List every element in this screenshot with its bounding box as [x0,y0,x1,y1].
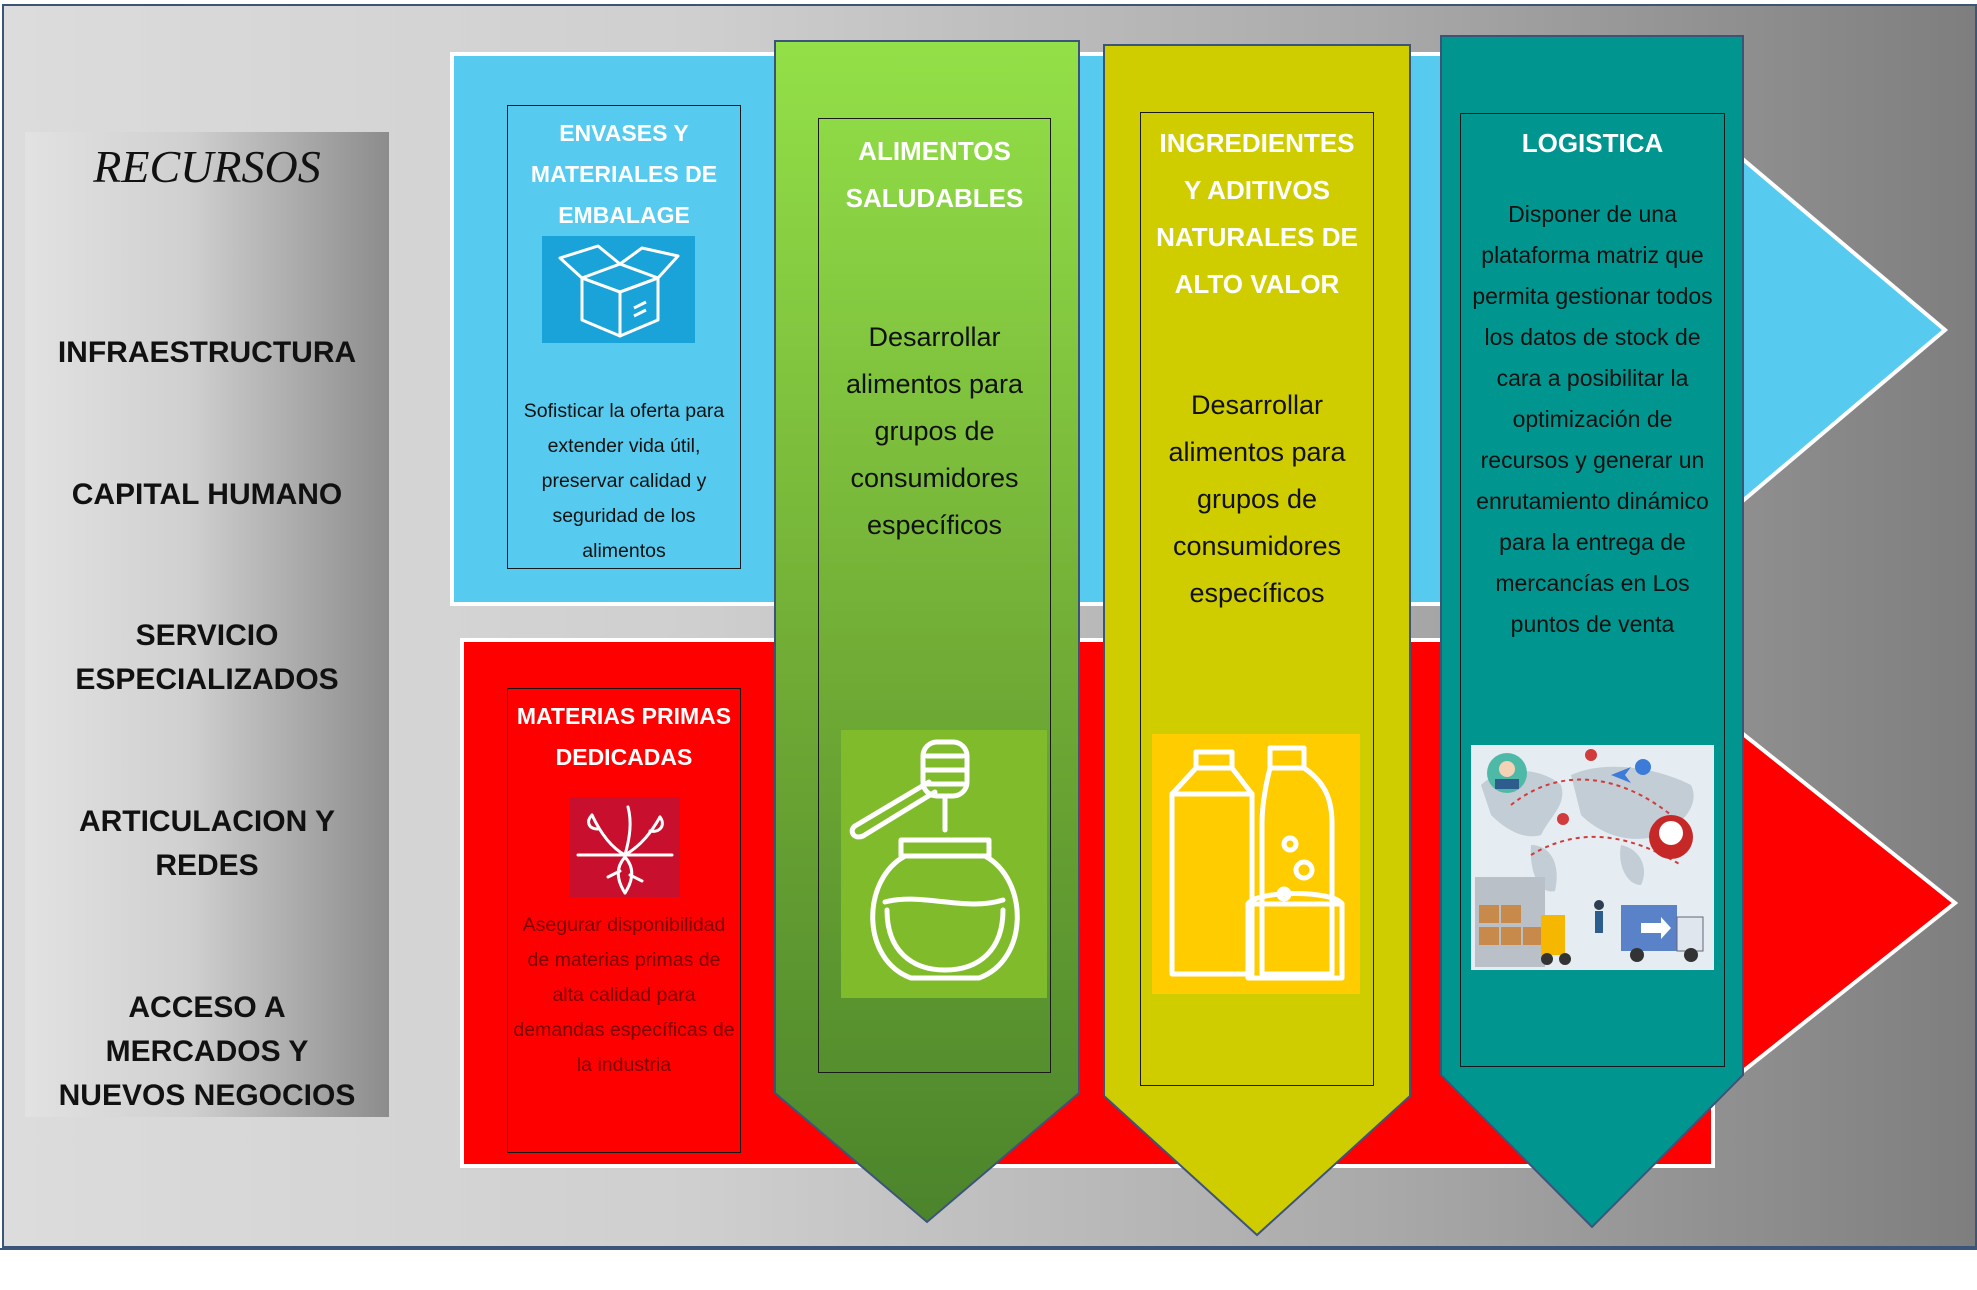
healthy-food-text: Desarrollar alimentos para grupos de con… [845,322,1024,540]
raw-materials-text: Asegurar disponibilidad de materias prim… [513,914,735,1076]
healthy-food-box [818,118,1051,1073]
ingredients-title: INGREDIENTES Y ADITIVOS NATURALES DE ALT… [1156,128,1358,299]
open-box-icon [542,236,695,343]
raw-materials-title: MATERIAS PRIMAS DEDICADAS [516,703,732,770]
packaging-title: ENVASES Y MATERIALES DE EMBALAGE [530,120,718,228]
healthy-food-title: ALIMENTOS SALUDABLES [845,136,1024,213]
resource-infraestructura: INFRAESTRUCTURA [57,336,357,369]
logistics-box [1460,113,1725,1067]
logistics-map-icon [1471,745,1714,970]
resource-articulacion-redes: ARTICULACION Y REDES [78,805,336,882]
bottom-border [0,1248,1977,1250]
honey-pot-icon [841,730,1047,998]
packaging-text: Sofisticar la oferta para extender vida … [523,400,725,562]
bottles-icon [1152,734,1360,994]
raw-materials-box [507,688,741,1153]
resources-title: RECURSOS [93,141,321,192]
resources-column [25,132,389,1117]
beet-plant-icon [570,797,680,897]
ingredients-box [1140,112,1374,1086]
packaging-box [507,105,741,569]
logistics-title: LOGISTICA [1521,128,1664,158]
logistics-text: Disponer de una plataforma matriz que pe… [1472,201,1713,637]
resource-acceso-mercados: ACCESO A MERCADOS Y NUEVOS NEGOCIOS [58,991,356,1112]
resource-capital-humano: CAPITAL HUMANO [71,478,343,511]
ingredients-text: Desarrollar alimentos para grupos de con… [1168,390,1346,608]
resource-servicio-especializados: SERVICIO ESPECIALIZADOS [75,619,339,696]
